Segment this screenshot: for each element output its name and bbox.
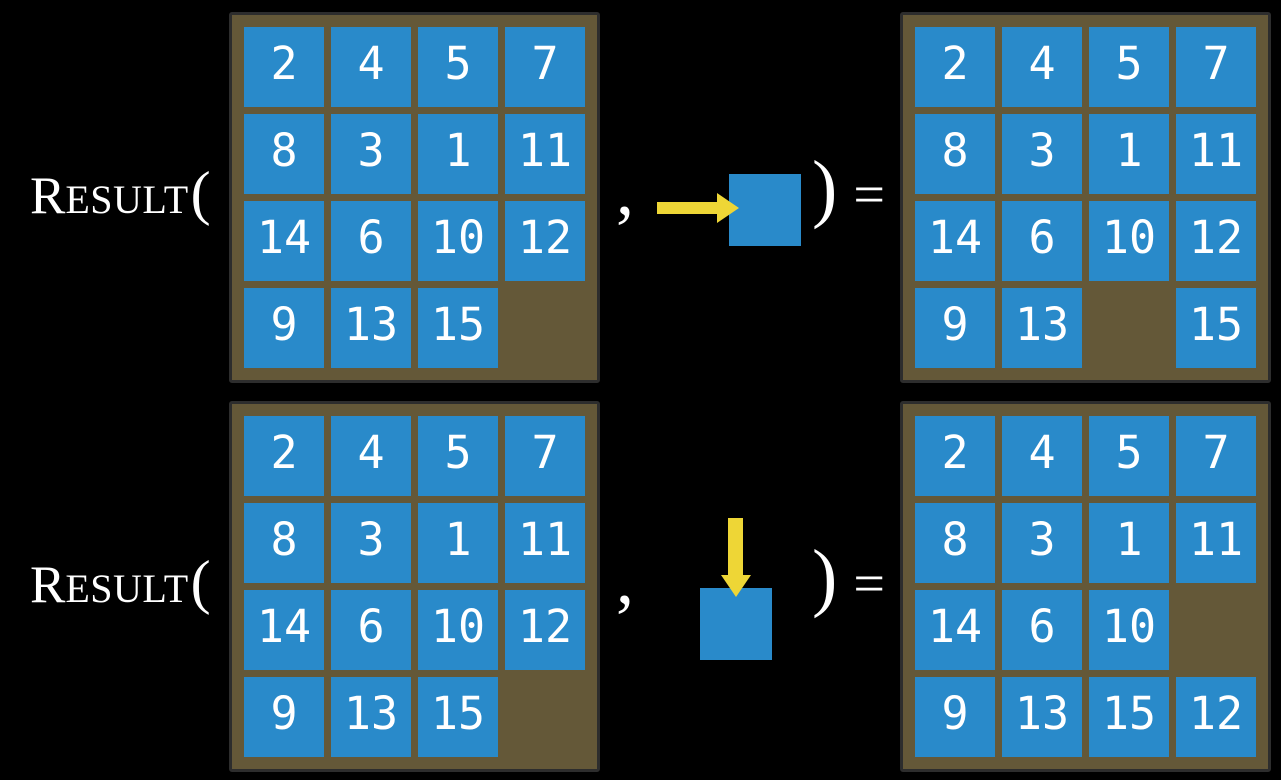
argument-separator-comma: , (616, 150, 634, 230)
argument-separator-comma: , (616, 539, 634, 619)
puzzle-tile: 2 (244, 416, 324, 496)
puzzle-tile: 10 (418, 201, 498, 281)
puzzle-tile: 1 (1089, 503, 1169, 583)
close-paren: ) (812, 146, 838, 230)
puzzle-tile: 6 (1002, 201, 1082, 281)
puzzle-tile: 4 (331, 416, 411, 496)
puzzle-tile: 10 (1089, 201, 1169, 281)
empty-cell (505, 677, 585, 757)
puzzle-tile: 9 (915, 677, 995, 757)
puzzle-tile: 8 (244, 114, 324, 194)
empty-cell (505, 288, 585, 368)
puzzle-tile: 5 (418, 27, 498, 107)
puzzle-tile: 9 (244, 677, 324, 757)
puzzle-tile: 9 (244, 288, 324, 368)
puzzle-tile: 3 (331, 114, 411, 194)
empty-cell (1089, 288, 1169, 368)
puzzle-tile: 12 (505, 590, 585, 670)
puzzle-tile: 2 (915, 27, 995, 107)
puzzle-tile: 12 (505, 201, 585, 281)
puzzle-tile: 10 (1089, 590, 1169, 670)
puzzle-tile: 4 (1002, 27, 1082, 107)
puzzle-tile: 11 (1176, 503, 1256, 583)
puzzle-tile: 2 (915, 416, 995, 496)
puzzle-tile: 13 (1002, 288, 1082, 368)
puzzle-tile: 8 (915, 114, 995, 194)
close-paren: ) (812, 535, 838, 619)
puzzle-tile: 2 (244, 27, 324, 107)
result-function-label: RESULT( (30, 552, 211, 612)
puzzle-tile: 15 (1176, 288, 1256, 368)
moved-tile-square (700, 588, 772, 660)
puzzle-tile: 10 (418, 590, 498, 670)
puzzle-tile: 15 (418, 677, 498, 757)
function-name-cap: R (30, 556, 66, 614)
puzzle-tile: 7 (1176, 27, 1256, 107)
empty-cell (1176, 590, 1256, 670)
puzzle-tile: 3 (331, 503, 411, 583)
puzzle-tile: 9 (915, 288, 995, 368)
puzzle-tile: 11 (505, 503, 585, 583)
puzzle-tile: 11 (1176, 114, 1256, 194)
puzzle-tile: 11 (505, 114, 585, 194)
open-paren: ( (190, 549, 211, 615)
puzzle-tile: 14 (244, 201, 324, 281)
puzzle-tile: 15 (418, 288, 498, 368)
equals-sign: = (853, 553, 885, 615)
right-arrow-icon (657, 193, 739, 223)
puzzle-tile: 14 (915, 590, 995, 670)
puzzle-tile: 15 (1089, 677, 1169, 757)
puzzle-tile: 14 (244, 590, 324, 670)
puzzle-tile: 7 (505, 27, 585, 107)
puzzle-tile: 6 (1002, 590, 1082, 670)
close-paren-equals: )= (812, 150, 885, 226)
function-name-smallcaps: ESULT (65, 177, 189, 222)
function-name-cap: R (30, 167, 66, 225)
puzzle-tile: 4 (1002, 416, 1082, 496)
puzzle-tile: 12 (1176, 677, 1256, 757)
puzzle-tile: 3 (1002, 114, 1082, 194)
puzzle-tile: 5 (1089, 416, 1169, 496)
puzzle-tile: 6 (331, 201, 411, 281)
result-function-label: RESULT( (30, 163, 211, 223)
puzzle-tile: 6 (331, 590, 411, 670)
puzzle-tile: 1 (1089, 114, 1169, 194)
puzzle-tile: 13 (1002, 677, 1082, 757)
puzzle-tile: 1 (418, 503, 498, 583)
puzzle-tile: 7 (505, 416, 585, 496)
moved-tile-square (729, 174, 801, 246)
puzzle-tile: 7 (1176, 416, 1256, 496)
puzzle-tile: 4 (331, 27, 411, 107)
puzzle-tile: 1 (418, 114, 498, 194)
function-name-smallcaps: ESULT (65, 566, 189, 611)
equals-sign: = (853, 164, 885, 226)
puzzle-tile: 14 (915, 201, 995, 281)
puzzle-tile: 13 (331, 677, 411, 757)
open-paren: ( (190, 160, 211, 226)
puzzle-tile: 12 (1176, 201, 1256, 281)
puzzle-tile: 5 (1089, 27, 1169, 107)
down-arrow-icon (720, 518, 752, 598)
puzzle-tile: 3 (1002, 503, 1082, 583)
puzzle-tile: 13 (331, 288, 411, 368)
close-paren-equals: )= (812, 539, 885, 615)
puzzle-tile: 8 (915, 503, 995, 583)
puzzle-tile: 5 (418, 416, 498, 496)
puzzle-tile: 8 (244, 503, 324, 583)
